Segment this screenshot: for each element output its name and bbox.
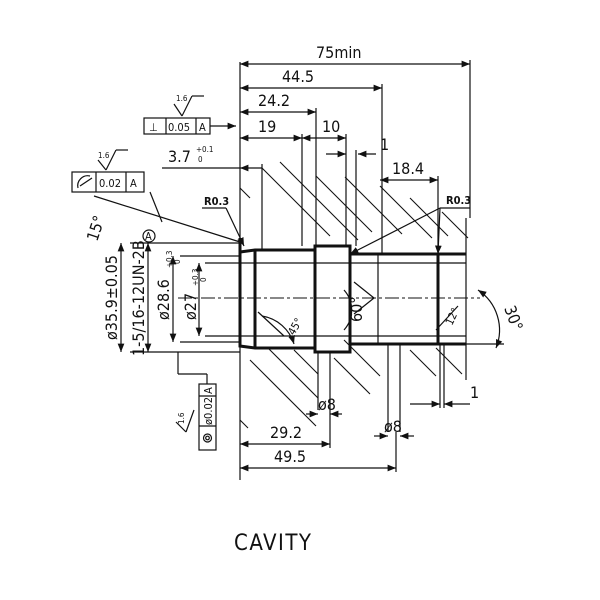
dia-27-tol-upper: +0.3	[191, 269, 200, 286]
profile-frame	[71, 149, 145, 193]
dia-28-6: ø28.6	[154, 279, 173, 320]
datum-label: A	[145, 230, 152, 243]
datum-circle	[142, 229, 156, 243]
coaxiality-frame	[175, 352, 217, 451]
dim-29-2: 29.2	[270, 423, 302, 442]
caption: CAVITY	[234, 531, 313, 556]
angle-arcs	[257, 281, 504, 349]
perp-symbol: ⊥	[149, 121, 158, 134]
dim-3-7-tol-upper: +0.1	[196, 145, 213, 154]
left-dimension-lines	[117, 243, 203, 352]
perp-value: 0.05	[168, 121, 190, 134]
angle-15: 15°	[83, 213, 109, 243]
angle-45: 45°	[285, 316, 305, 338]
coaxiality-symbol	[202, 433, 213, 443]
radius-right: R0.3	[446, 194, 471, 207]
dim-3-7: 3.7	[168, 147, 191, 166]
dim-overall-length: 75min	[316, 43, 361, 62]
dim-1-top: 1	[380, 135, 389, 154]
top-dimension-lines	[162, 60, 471, 254]
dia-35-9: ø35.9±0.05	[102, 255, 121, 340]
radius-left: R0.3	[204, 195, 229, 208]
angle-60: 60°	[347, 296, 366, 322]
roughness-perp: 1.6	[176, 94, 188, 103]
section-hatching-top	[239, 161, 469, 241]
chamfer-leader	[149, 191, 163, 223]
dim-19: 19	[258, 117, 276, 136]
dia-8-right: ø8	[384, 417, 402, 436]
dia-27-tol-lower: 0	[199, 277, 208, 282]
dim-24-2: 24.2	[258, 91, 290, 110]
coax-datum: A	[202, 387, 215, 394]
dia-8-left: ø8	[318, 395, 336, 414]
profile-datum: A	[130, 177, 137, 190]
perpendicularity-frame	[143, 95, 236, 135]
dia-28-6-tol-lower: 0	[173, 259, 182, 264]
profile-symbol	[77, 175, 91, 189]
bottom-dimension-lines	[240, 344, 470, 472]
dim-18-4: 18.4	[392, 159, 424, 178]
angle-30: 30°	[500, 303, 527, 333]
radius-callouts	[202, 207, 470, 255]
dim-49-5: 49.5	[274, 447, 306, 466]
chamfer-line	[93, 195, 241, 243]
dia-27: ø27	[181, 293, 200, 320]
dim-3-7-tol-lower: 0	[198, 155, 203, 164]
dia-28-6-tol-upper: +0.3	[165, 251, 174, 268]
perp-datum: A	[199, 121, 206, 134]
profile-value: 0.02	[99, 177, 121, 190]
roughness-profile: 1.6	[98, 151, 110, 160]
dim-1-right: 1	[470, 383, 479, 402]
dim-44-5: 44.5	[282, 67, 314, 86]
coax-value: ø0.02	[202, 397, 215, 425]
dim-10: 10	[322, 117, 340, 136]
roughness-coax: 1.6	[177, 412, 186, 424]
angle-12: 12°	[443, 306, 462, 327]
thread-spec: 1-5/16-12UN-2B	[129, 240, 148, 356]
